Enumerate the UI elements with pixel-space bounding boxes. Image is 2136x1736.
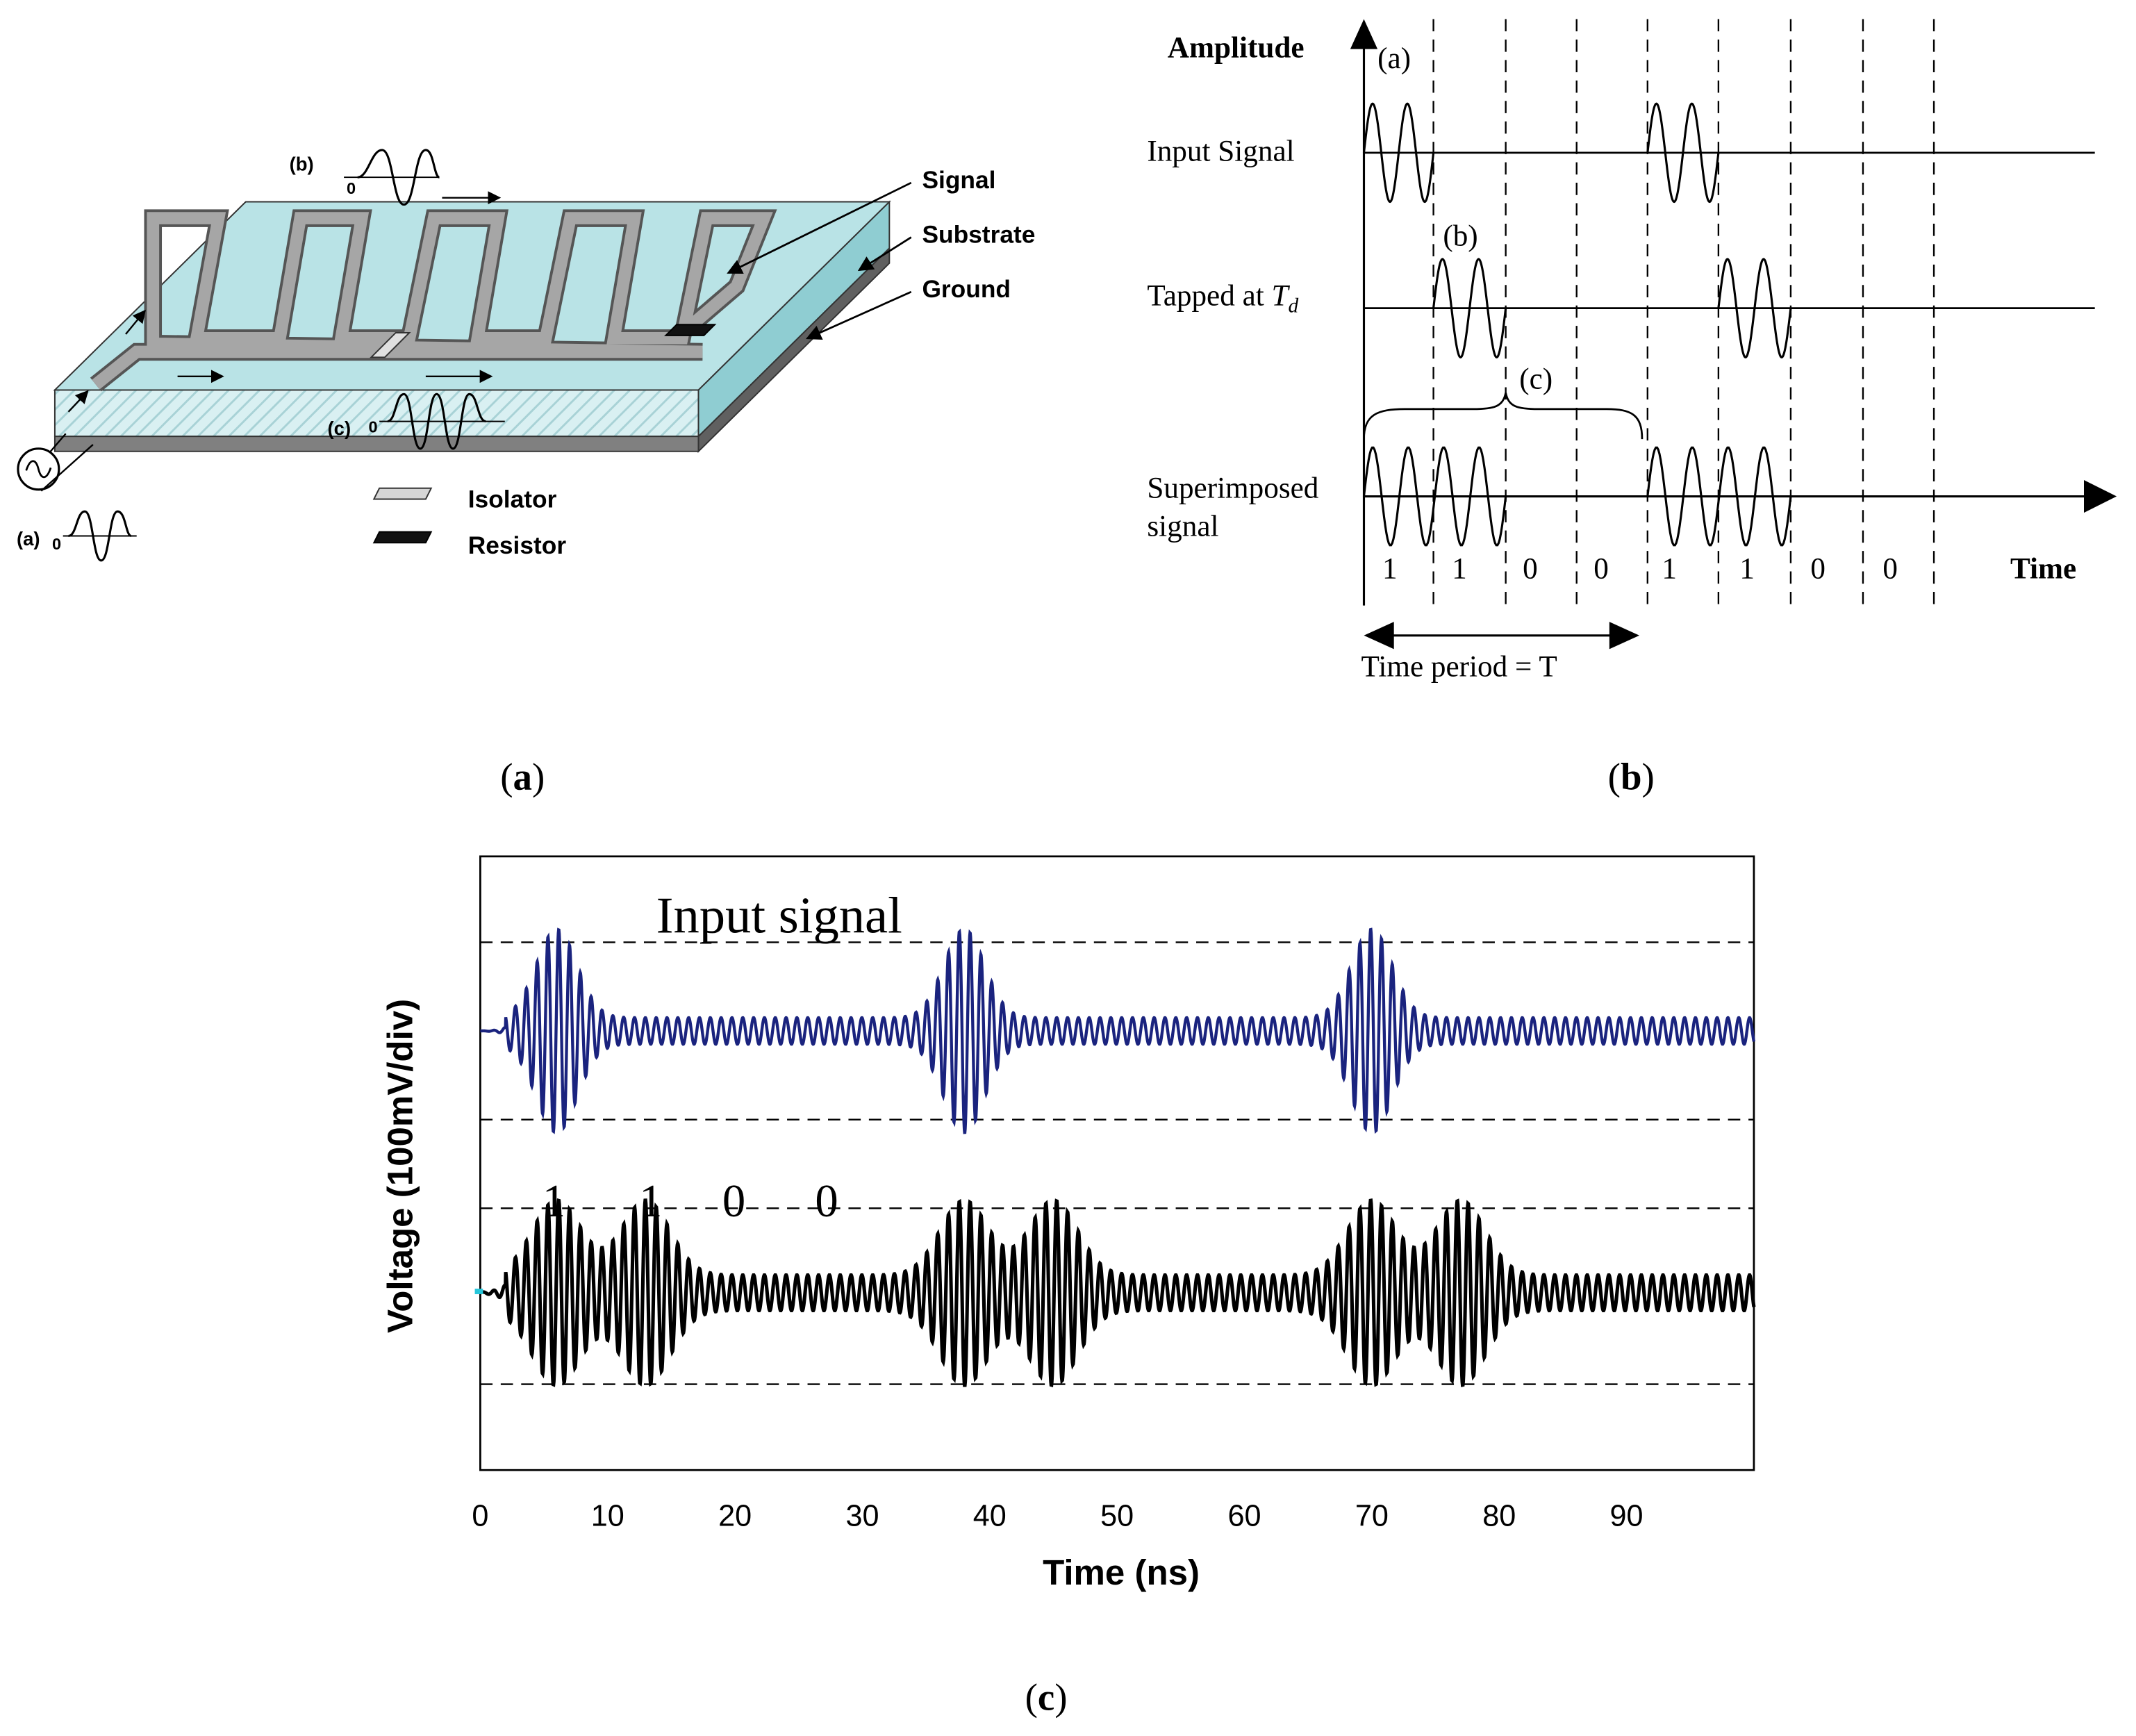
bit-label: 1 <box>1382 552 1398 585</box>
x-tick-labels: 0 10 20 30 40 50 60 70 80 90 <box>472 1500 1643 1533</box>
row-label-superimposed-1: Superimposed <box>1147 472 1318 505</box>
amplitude-label: Amplitude <box>1168 31 1305 64</box>
chart-bit-label: 0 <box>815 1176 838 1227</box>
x-tick-label: 50 <box>1100 1500 1134 1533</box>
label-signal: Signal <box>922 167 995 194</box>
label-isolator: Isolator <box>468 486 557 513</box>
ground-leader <box>806 290 912 340</box>
bit-sequence: 1 1 0 0 1 1 0 0 <box>1382 552 1898 585</box>
tapped-pulse-1 <box>1432 258 1507 359</box>
zero-b: 0 <box>347 179 356 197</box>
y-axis-label: Voltage (100mV/div) <box>380 999 420 1333</box>
x-tick-label: 90 <box>1610 1500 1644 1533</box>
label-ground: Ground <box>922 276 1011 303</box>
x-axis-label: Time (ns) <box>1043 1553 1200 1592</box>
wavelet-c <box>387 392 486 450</box>
bit-label: 0 <box>1523 552 1538 585</box>
label-b-point: (b) <box>290 153 314 174</box>
plot-frame <box>479 855 1755 1471</box>
bit-label: 0 <box>1593 552 1609 585</box>
input-pulse-2 <box>1646 102 1720 204</box>
slot-dividers <box>1432 19 1935 611</box>
input-pulse-1 <box>1362 102 1435 204</box>
wavelet-b <box>357 149 440 206</box>
resistor-legend-icon <box>372 531 433 544</box>
time-axis-arrow-icon <box>2083 480 2117 513</box>
source-lead <box>49 433 67 454</box>
chart-bit-label: 1 <box>639 1176 662 1227</box>
x-tick-label: 40 <box>973 1500 1007 1533</box>
period-brace <box>1363 392 1644 440</box>
amplitude-axis-arrow-icon <box>1350 19 1378 49</box>
annotation-input-signal: Input signal <box>656 888 902 945</box>
label-substrate: Substrate <box>922 221 1035 248</box>
x-tick-label: 70 <box>1355 1500 1389 1533</box>
superimposed-pulse-2 <box>1646 446 1792 547</box>
time-label: Time <box>2010 552 2076 585</box>
period-arrow-right-icon <box>1609 622 1640 650</box>
caption-a: (a) <box>500 756 545 798</box>
tapped-pulse-2 <box>1717 258 1792 359</box>
x-tick-label: 30 <box>845 1500 879 1533</box>
label-a-point: (a) <box>17 528 40 549</box>
reference-lines <box>480 941 1754 1385</box>
row-label-superimposed-2: signal <box>1147 510 1218 543</box>
chart-bit-label: 0 <box>722 1176 745 1227</box>
flow-arrow <box>67 390 89 413</box>
x-tick-label: 80 <box>1482 1500 1516 1533</box>
wavelet-a <box>68 510 132 562</box>
resistor-block <box>664 324 717 336</box>
ground-side <box>697 246 891 454</box>
ground-plane <box>53 436 699 452</box>
row-label-tapped: Tapped at Td <box>1147 280 1298 317</box>
isolator-legend-icon <box>372 487 433 500</box>
caption-b: (b) <box>1608 756 1655 798</box>
ac-source-wave <box>25 460 52 479</box>
marker-c: (c) <box>1519 363 1553 395</box>
panel-a: Signal Substrate Ground (b) 0 (c) 0 (a) … <box>17 149 1035 562</box>
x-tick-label: 0 <box>472 1500 488 1533</box>
chart-bit-labels: 1 1 0 0 <box>543 1176 838 1227</box>
zero-c: 0 <box>368 418 377 436</box>
caption-c: (c) <box>1025 1676 1068 1719</box>
meander-trace-fill <box>92 212 773 390</box>
substrate-front <box>53 389 699 438</box>
marker-a: (a) <box>1377 42 1411 75</box>
x-tick-label: 10 <box>591 1500 624 1533</box>
series-input-signal <box>480 927 1756 1134</box>
flow-arrow <box>125 309 146 335</box>
zero-a: 0 <box>52 535 61 553</box>
x-tick-label: 60 <box>1228 1500 1261 1533</box>
period-label: Time period = T <box>1361 651 1557 684</box>
isolator-block <box>369 332 411 358</box>
x-tick-label: 20 <box>718 1500 752 1533</box>
label-resistor: Resistor <box>468 532 567 559</box>
label-c-point: (c) <box>328 418 351 439</box>
panel-b: Amplitude Input Signal Tapped at Td Supe… <box>1147 19 2117 684</box>
trace-start-marker <box>474 1289 483 1294</box>
period-arrow-left-icon <box>1364 622 1394 650</box>
chart-bit-label: 1 <box>543 1176 565 1227</box>
marker-b: (b) <box>1443 220 1477 252</box>
source-lead <box>40 444 94 492</box>
substrate-leader <box>857 236 912 272</box>
signal-leader <box>727 181 912 274</box>
bit-label: 1 <box>1452 552 1467 585</box>
row-label-input: Input Signal <box>1147 135 1294 168</box>
series-output-signal <box>479 1198 1756 1387</box>
bit-label: 0 <box>1882 552 1898 585</box>
bit-label: 0 <box>1810 552 1825 585</box>
superimposed-pulse-1 <box>1362 446 1507 547</box>
bit-label: 1 <box>1662 552 1677 585</box>
bit-label: 1 <box>1739 552 1755 585</box>
